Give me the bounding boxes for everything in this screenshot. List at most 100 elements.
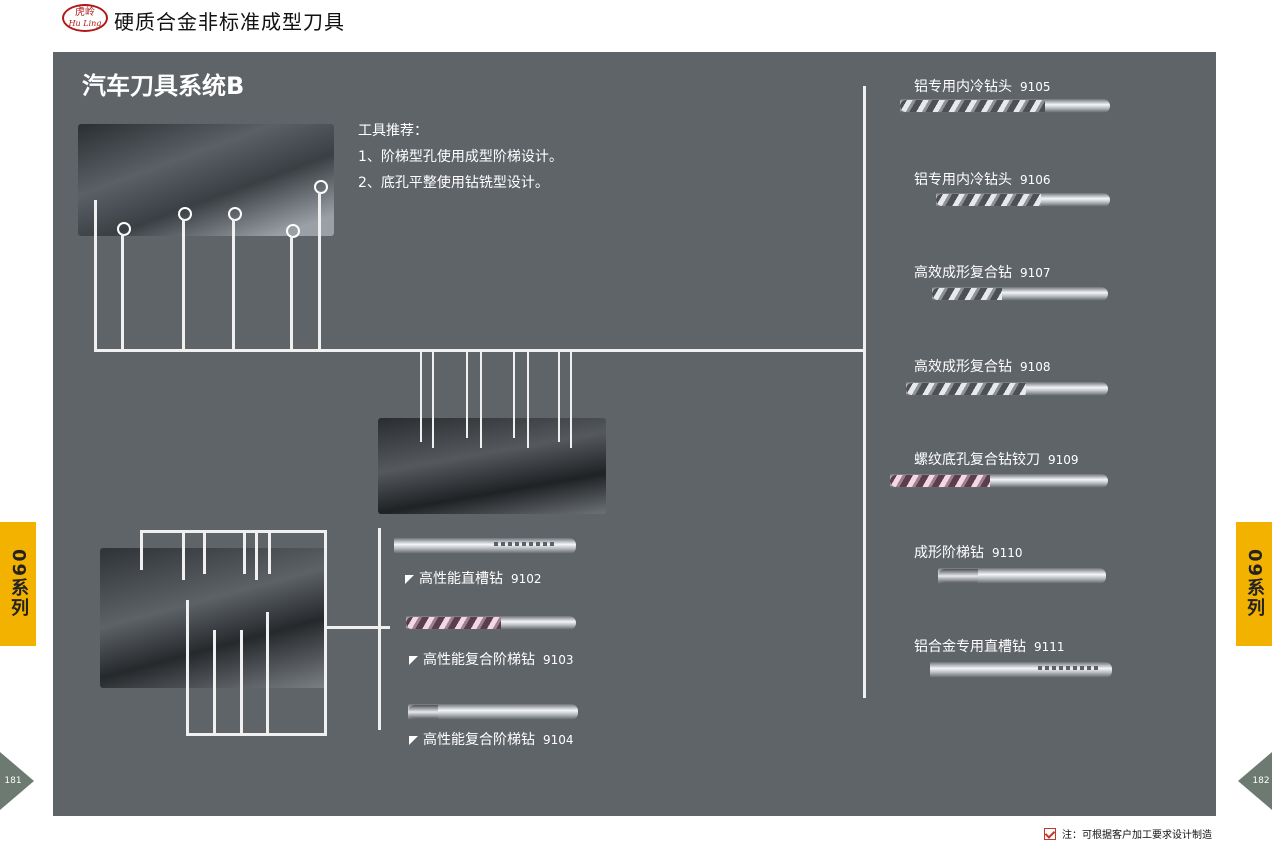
cylinder-head-image-middle bbox=[378, 418, 606, 514]
tool-image-9105 bbox=[900, 99, 1110, 113]
series-tab-left: 09系列 bbox=[0, 522, 36, 646]
connector-line bbox=[527, 352, 529, 448]
connector-line bbox=[466, 352, 468, 438]
tool-image-9108 bbox=[906, 382, 1108, 396]
connector-line bbox=[420, 352, 422, 442]
tool-name: 铝专用内冷钻头 bbox=[914, 172, 1012, 188]
tool-label-9108: 高效成形复合钻 9108 bbox=[914, 356, 1051, 376]
tool-name: 螺纹底孔复合钻铰刀 bbox=[914, 452, 1040, 468]
tool-name: 高性能复合阶梯钻 bbox=[423, 652, 535, 668]
hole-marker bbox=[228, 207, 242, 221]
series-tab-label: 09系列 bbox=[8, 549, 29, 619]
tool-code: 9105 bbox=[1020, 80, 1051, 94]
section-title: 汽车刀具系统B bbox=[82, 72, 245, 100]
page-title: 硬质合金非标准成型刀具 bbox=[114, 10, 345, 34]
page-number-left: 181 bbox=[0, 752, 34, 810]
triangle-marker-icon bbox=[405, 575, 414, 584]
series-tab-right: 09系列 bbox=[1236, 522, 1272, 646]
connector-line bbox=[232, 219, 235, 350]
tool-code: 9102 bbox=[511, 572, 542, 586]
tool-image-9107 bbox=[932, 287, 1108, 301]
tool-code: 9111 bbox=[1034, 640, 1065, 654]
series-tab-label: 09系列 bbox=[1244, 549, 1265, 619]
footer-note-text: 注：可根据客户加工要求设计制造 bbox=[1062, 830, 1212, 841]
tool-name: 高效成形复合钻 bbox=[914, 359, 1012, 375]
tool-image-9102 bbox=[394, 538, 576, 554]
tool-name: 成形阶梯钻 bbox=[914, 545, 984, 561]
page-number-right: 182 bbox=[1238, 752, 1272, 810]
tool-name: 高效成形复合钻 bbox=[914, 265, 1012, 281]
brand-logo: 虎岭 Hu Ling bbox=[62, 4, 108, 32]
logo-cn: 虎岭 bbox=[75, 7, 95, 18]
tool-code: 9104 bbox=[543, 733, 574, 747]
footer-note: 注：可根据客户加工要求设计制造 bbox=[1044, 826, 1212, 841]
tool-label-9104: 高性能复合阶梯钻 9104 bbox=[409, 729, 574, 749]
tool-image-9103 bbox=[406, 616, 576, 630]
hole-marker bbox=[314, 180, 328, 194]
connector-line bbox=[378, 528, 381, 730]
connector-line bbox=[326, 626, 390, 629]
connector-line bbox=[266, 612, 269, 734]
connector-line bbox=[121, 234, 124, 350]
tool-code: 9107 bbox=[1020, 266, 1051, 280]
recommendation-item-1: 1、阶梯型孔使用成型阶梯设计。 bbox=[358, 149, 563, 165]
hole-marker bbox=[117, 222, 131, 236]
connector-line bbox=[324, 530, 327, 734]
connector-line bbox=[182, 530, 185, 580]
tool-label-9103: 高性能复合阶梯钻 9103 bbox=[409, 649, 574, 669]
connector-line bbox=[94, 200, 97, 350]
connector-line bbox=[243, 530, 246, 574]
connector-line bbox=[318, 192, 321, 350]
tool-label-9109: 螺纹底孔复合钻铰刀 9109 bbox=[914, 449, 1079, 469]
triangle-marker-icon bbox=[409, 656, 418, 665]
connector-line bbox=[513, 352, 515, 438]
tool-image-9109 bbox=[890, 474, 1108, 488]
checkbox-icon bbox=[1044, 827, 1056, 840]
connector-line bbox=[186, 733, 327, 736]
tool-image-9106 bbox=[936, 193, 1110, 207]
tool-code: 9110 bbox=[992, 546, 1023, 560]
connector-line bbox=[182, 219, 185, 350]
page-number: 182 bbox=[1252, 776, 1270, 786]
connector-line bbox=[432, 352, 434, 448]
connector-line bbox=[240, 630, 243, 734]
tool-image-9111 bbox=[930, 662, 1112, 678]
connector-line bbox=[140, 530, 143, 570]
tool-label-9102: 高性能直槽钻 9102 bbox=[405, 568, 542, 588]
tool-label-9111: 铝合金专用直槽钻 9111 bbox=[914, 636, 1065, 656]
hole-marker bbox=[178, 207, 192, 221]
connector-line bbox=[558, 352, 560, 442]
connector-line bbox=[203, 530, 206, 574]
triangle-marker-icon bbox=[409, 736, 418, 745]
recommendation-item-2: 2、底孔平整使用钻铣型设计。 bbox=[358, 175, 549, 191]
tool-name: 高性能复合阶梯钻 bbox=[423, 732, 535, 748]
tool-label-9105: 铝专用内冷钻头 9105 bbox=[914, 76, 1051, 96]
cylinder-head-image-top bbox=[78, 124, 334, 236]
tool-image-9104 bbox=[408, 704, 578, 720]
tool-image-9110 bbox=[938, 568, 1106, 584]
tool-code: 9108 bbox=[1020, 360, 1051, 374]
tool-label-9107: 高效成形复合钻 9107 bbox=[914, 262, 1051, 282]
tool-code: 9106 bbox=[1020, 173, 1051, 187]
connector-line bbox=[290, 236, 293, 350]
connector-line bbox=[140, 530, 326, 533]
tool-name: 高性能直槽钻 bbox=[419, 571, 503, 587]
connector-line bbox=[255, 530, 258, 580]
recommendation-heading: 工具推荐： bbox=[358, 123, 428, 139]
connector-bus bbox=[94, 349, 866, 352]
tool-code: 9103 bbox=[543, 653, 574, 667]
tool-code: 9109 bbox=[1048, 453, 1079, 467]
connector-right-vertical bbox=[863, 86, 866, 698]
connector-line bbox=[186, 600, 189, 734]
page-number: 181 bbox=[4, 776, 22, 786]
tool-recommendation: 工具推荐： 1、阶梯型孔使用成型阶梯设计。 2、底孔平整使用钻铣型设计。 bbox=[358, 118, 563, 196]
tool-name: 铝专用内冷钻头 bbox=[914, 79, 1012, 95]
logo-en: Hu Ling bbox=[68, 19, 102, 28]
tool-label-9110: 成形阶梯钻 9110 bbox=[914, 542, 1023, 562]
connector-line bbox=[480, 352, 482, 448]
tool-label-9106: 铝专用内冷钻头 9106 bbox=[914, 169, 1051, 189]
tool-name: 铝合金专用直槽钻 bbox=[914, 639, 1026, 655]
connector-line bbox=[268, 530, 271, 574]
connector-line bbox=[213, 630, 216, 734]
connector-line bbox=[570, 352, 572, 448]
